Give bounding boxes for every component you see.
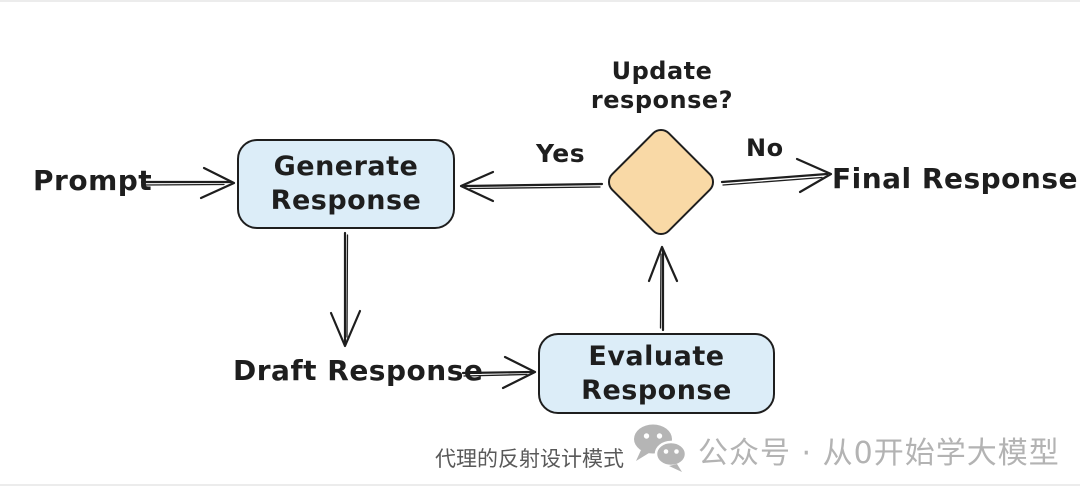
no-edge-label: No [746,134,784,162]
evaluate-response-node: Evaluate Response [538,333,775,414]
diagram-caption: 代理的反射设计模式 [435,447,624,471]
final-response-label: Final Response [832,162,1078,195]
arrow-generate-to-draft [329,231,362,348]
decision-label: Update response? [590,57,734,114]
wechat-account-label: 公众号 · 从0开始学大模型 [698,436,1060,471]
generate-response-label: Generate Response [270,151,422,216]
update-decision-diamond [603,124,719,240]
arrow-prompt-to-generate [140,166,236,200]
evaluate-response-label: Evaluate Response [581,340,732,406]
wechat-badge: 公众号 · 从0开始学大模型 [632,424,1060,476]
prompt-label: Prompt [33,164,153,197]
generate-response-node: Generate Response [237,139,455,229]
draft-response-label: Draft Response [233,354,484,387]
arrow-yes-to-generate [459,170,604,203]
yes-edge-label: Yes [536,139,586,168]
arrow-no-to-final [720,157,833,194]
arrow-evaluate-to-decision [647,245,679,332]
wechat-icon [632,424,690,476]
